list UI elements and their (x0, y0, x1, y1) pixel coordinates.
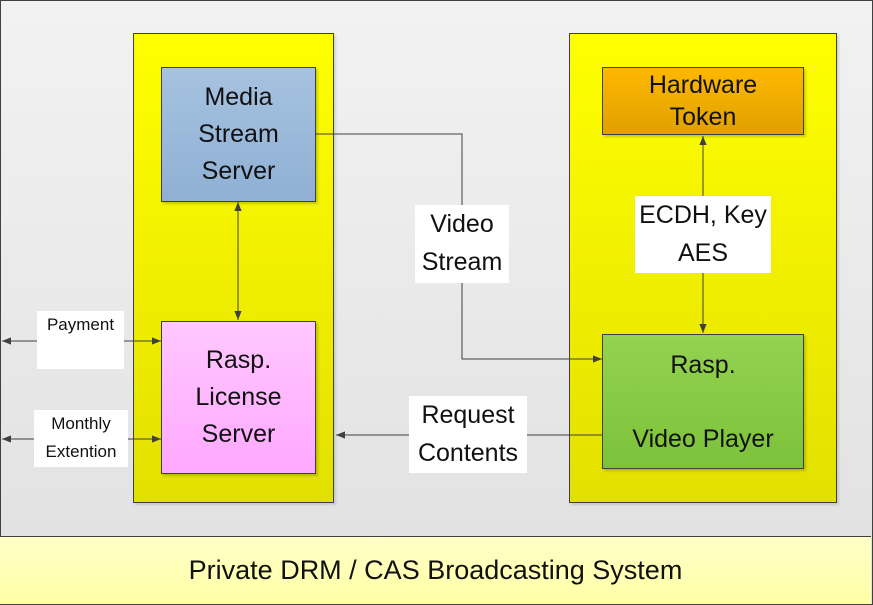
payment-label: Payment (37, 311, 124, 369)
node-label: Token (669, 103, 737, 131)
monthly-text: Monthly (51, 414, 111, 433)
video-player-node[interactable]: Rasp. Video Player (602, 334, 804, 469)
node-label: Stream (198, 120, 279, 148)
monthly-extension-label: Monthly Extention (34, 410, 128, 467)
media-stream-server-node[interactable]: Media Stream Server (161, 67, 316, 202)
request-text: Request (421, 401, 515, 429)
extension-text: Extention (45, 442, 117, 461)
hardware-token-node[interactable]: Hardware Token (602, 67, 804, 135)
contents-text: Contents (417, 439, 519, 467)
node-label: Rasp. (670, 351, 736, 379)
system-title-banner: Private DRM / CAS Broadcasting System (0, 536, 871, 604)
video-stream-label: Video Stream (415, 205, 509, 283)
request-contents-label: Request Contents (409, 396, 527, 473)
aes-text: AES (677, 239, 729, 267)
node-label: Hardware (648, 71, 758, 99)
node-label: License (195, 383, 282, 411)
node-label: Server (201, 157, 276, 185)
stream-text: Stream (421, 248, 503, 276)
node-label: Server (201, 420, 276, 448)
ecdh-text: ECDH, Key (639, 201, 767, 229)
crypto-label: ECDH, Key AES (635, 196, 771, 273)
license-server-node[interactable]: Rasp. License Server (161, 321, 316, 474)
video-text: Video (430, 210, 494, 238)
payment-text: Payment (46, 315, 115, 334)
node-label: Rasp. (205, 346, 272, 374)
node-label: Media (204, 83, 273, 111)
node-label: Video Player (632, 425, 774, 453)
system-title: Private DRM / CAS Broadcasting System (188, 555, 683, 585)
